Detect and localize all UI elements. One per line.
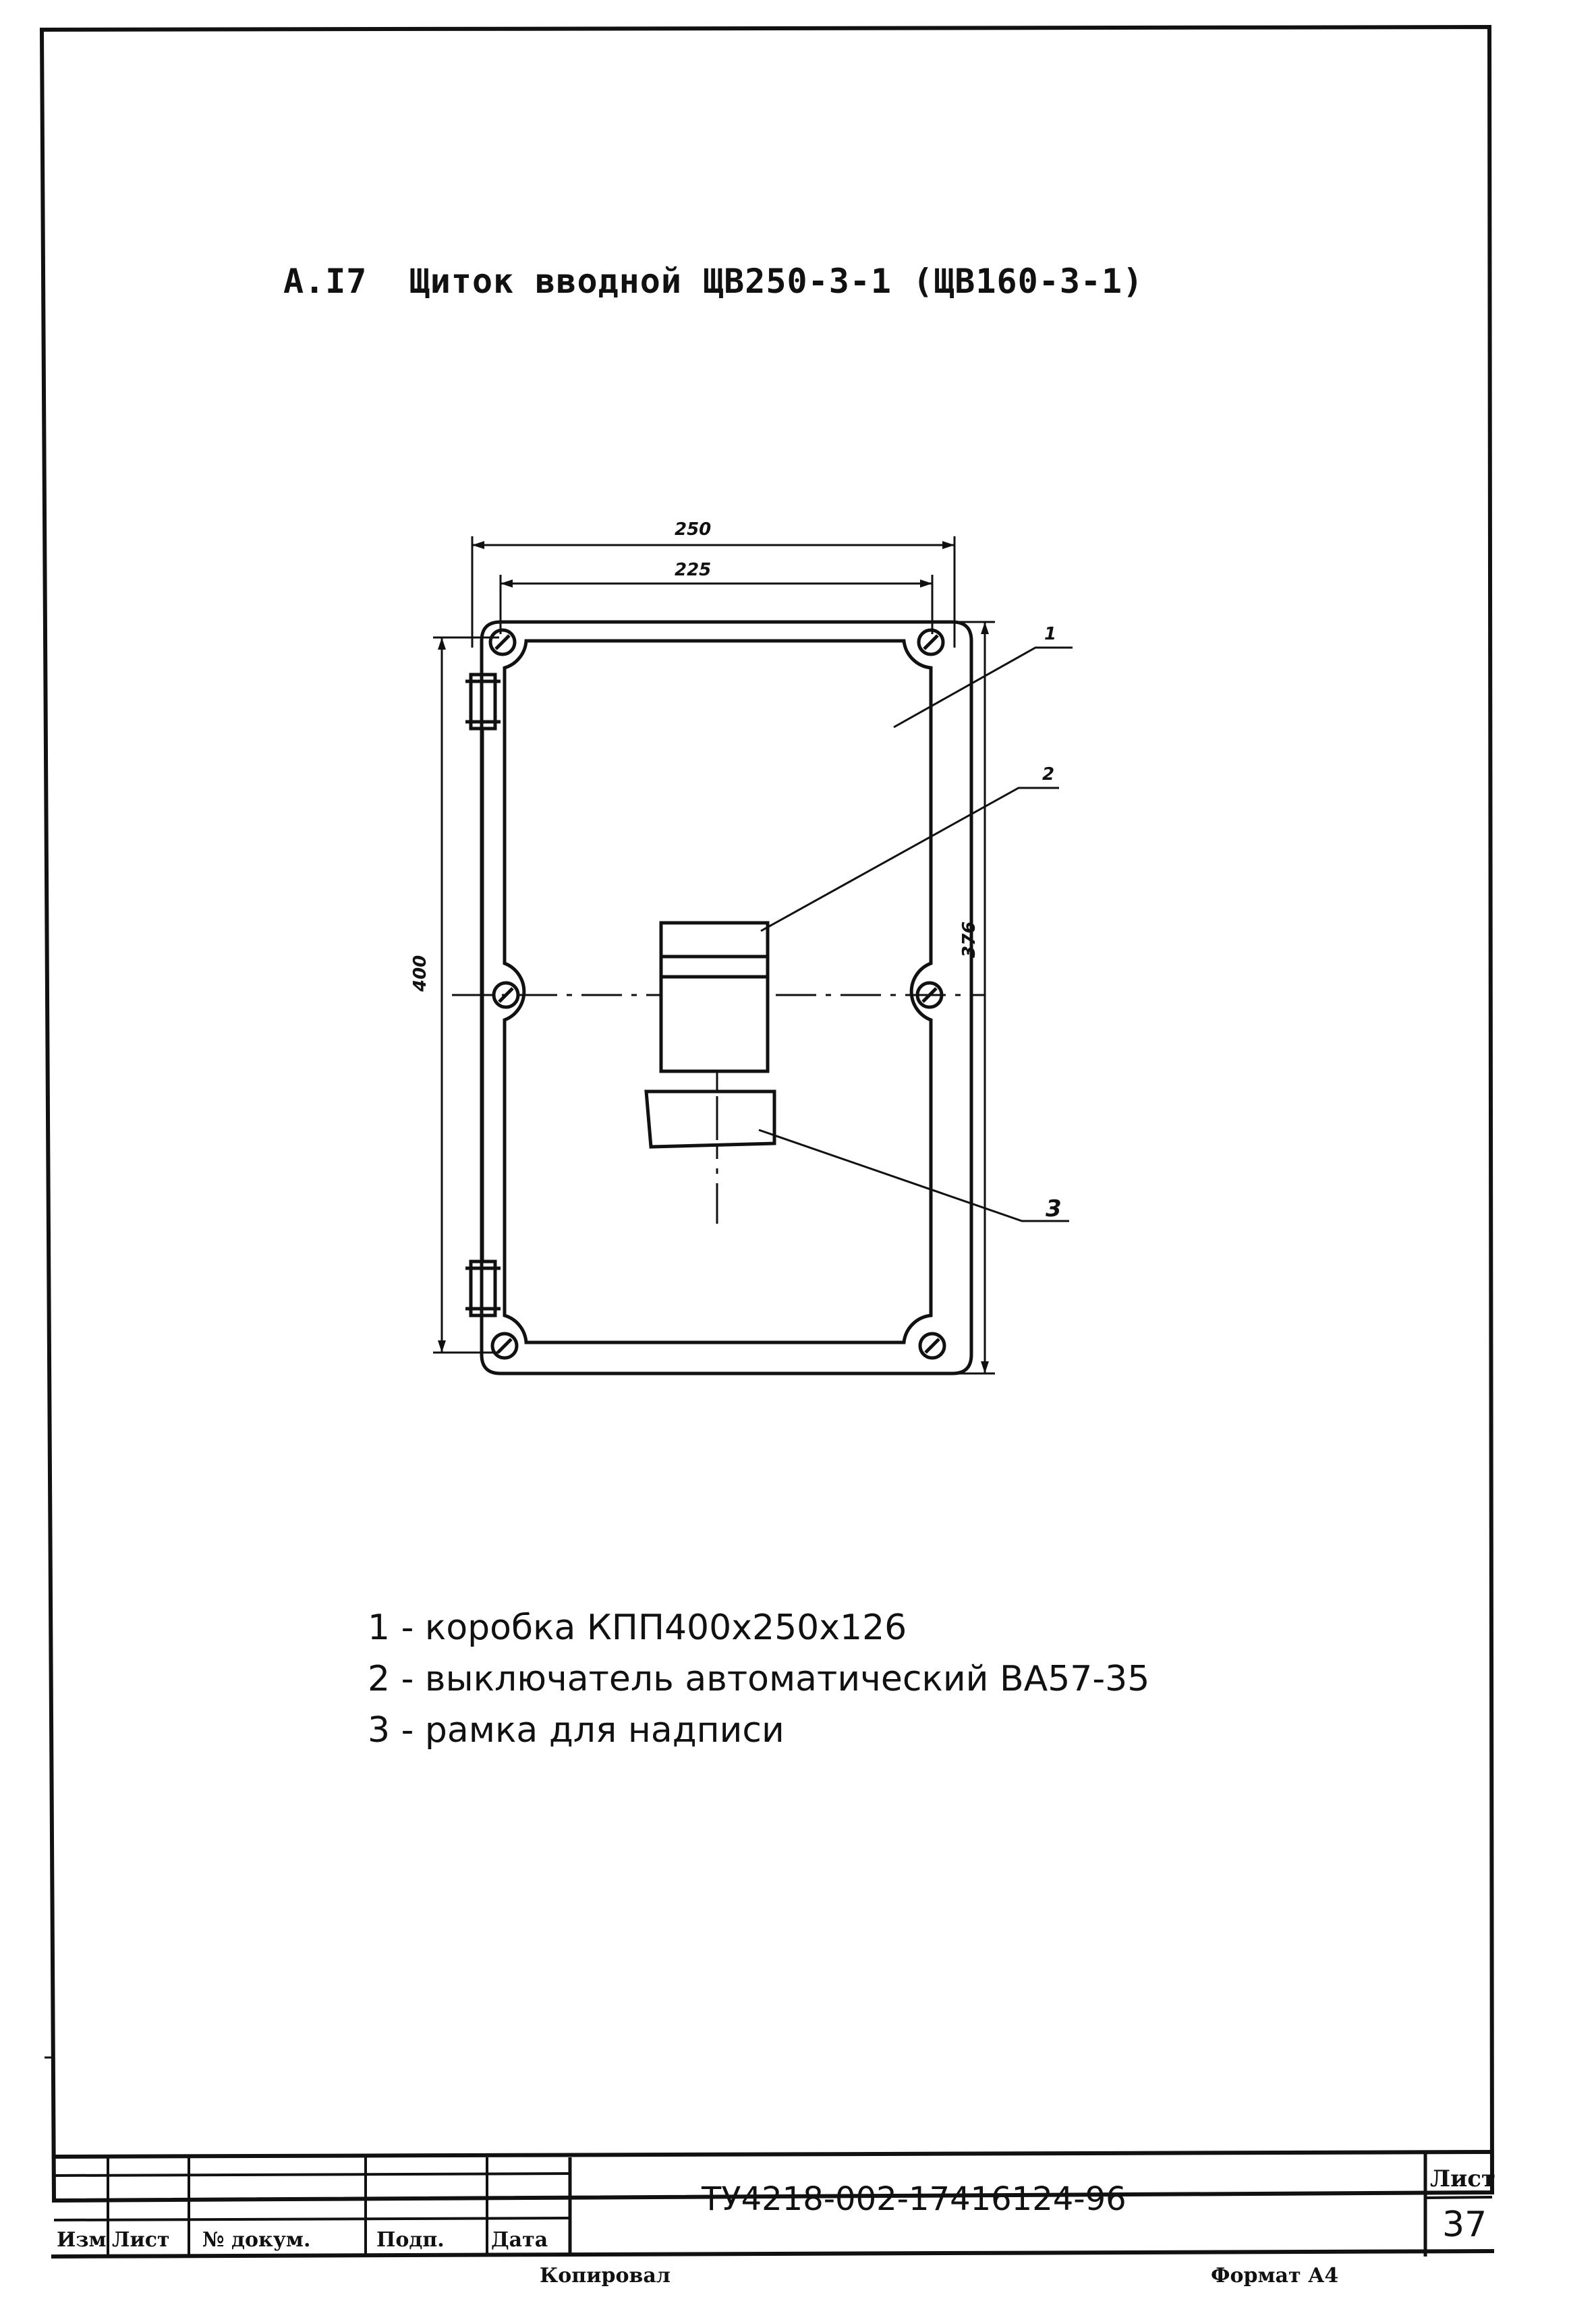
- legend-num: 3: [368, 1710, 391, 1751]
- col-izm: Изм: [57, 2228, 107, 2252]
- format-label: Формат А4: [1211, 2264, 1339, 2288]
- legend-text: выключатель автоматический ВА57-35: [424, 1659, 1150, 1699]
- drawing-title: Щиток вводной ЩВ250-3-1 (ЩВ160-3-1): [409, 262, 1144, 301]
- callout-3: 3: [1046, 1195, 1062, 1222]
- leader-3: [758, 1129, 1069, 1222]
- dim-outer-height: 400: [410, 955, 430, 992]
- drawing-heading: А.I7 Щиток вводной ЩВ250-3-1 (ЩВ160-3-1): [283, 262, 1143, 301]
- col-doc: № докум.: [202, 2228, 311, 2252]
- legend-num: 2: [368, 1659, 391, 1699]
- col-list: Лист: [112, 2228, 170, 2252]
- callout-1: 1: [1044, 624, 1057, 644]
- section-number: А.I7: [283, 262, 368, 301]
- callout-2: 2: [1042, 764, 1055, 785]
- sheet-label: Лист: [1430, 2165, 1496, 2192]
- circuit-breaker: [659, 921, 770, 1073]
- label-frame: [644, 1089, 776, 1149]
- screw-icon-group: [488, 628, 946, 1360]
- dim-inner-width: 225: [675, 560, 712, 580]
- legend-text: коробка КПП400х250х126: [424, 1608, 907, 1648]
- col-date: Дата: [491, 2228, 548, 2252]
- legend-item: 2 - выключатель автоматический ВА57-35: [368, 1659, 1150, 1699]
- copied-label: Копировал: [540, 2264, 671, 2288]
- legend: 1 - коробка КПП400х250х126 2 - выключате…: [368, 1602, 1149, 1756]
- document-number: ТУ4218-002-17416124-96: [702, 2180, 1127, 2218]
- leader-2: [760, 787, 1059, 932]
- cover-inner-contour: [503, 639, 933, 1344]
- col-sign: Подп.: [376, 2228, 445, 2252]
- leader-1: [893, 646, 1073, 729]
- legend-item: 1 - коробка КПП400х250х126: [368, 1608, 907, 1648]
- dim-outer-width: 250: [675, 519, 712, 540]
- legend-text: рамка для надписи: [424, 1710, 785, 1751]
- legend-item: 3 - рамка для надписи: [368, 1710, 785, 1751]
- legend-num: 1: [368, 1608, 391, 1648]
- dim-inner-height: 376: [959, 921, 979, 958]
- sheet-number: 37: [1442, 2205, 1487, 2245]
